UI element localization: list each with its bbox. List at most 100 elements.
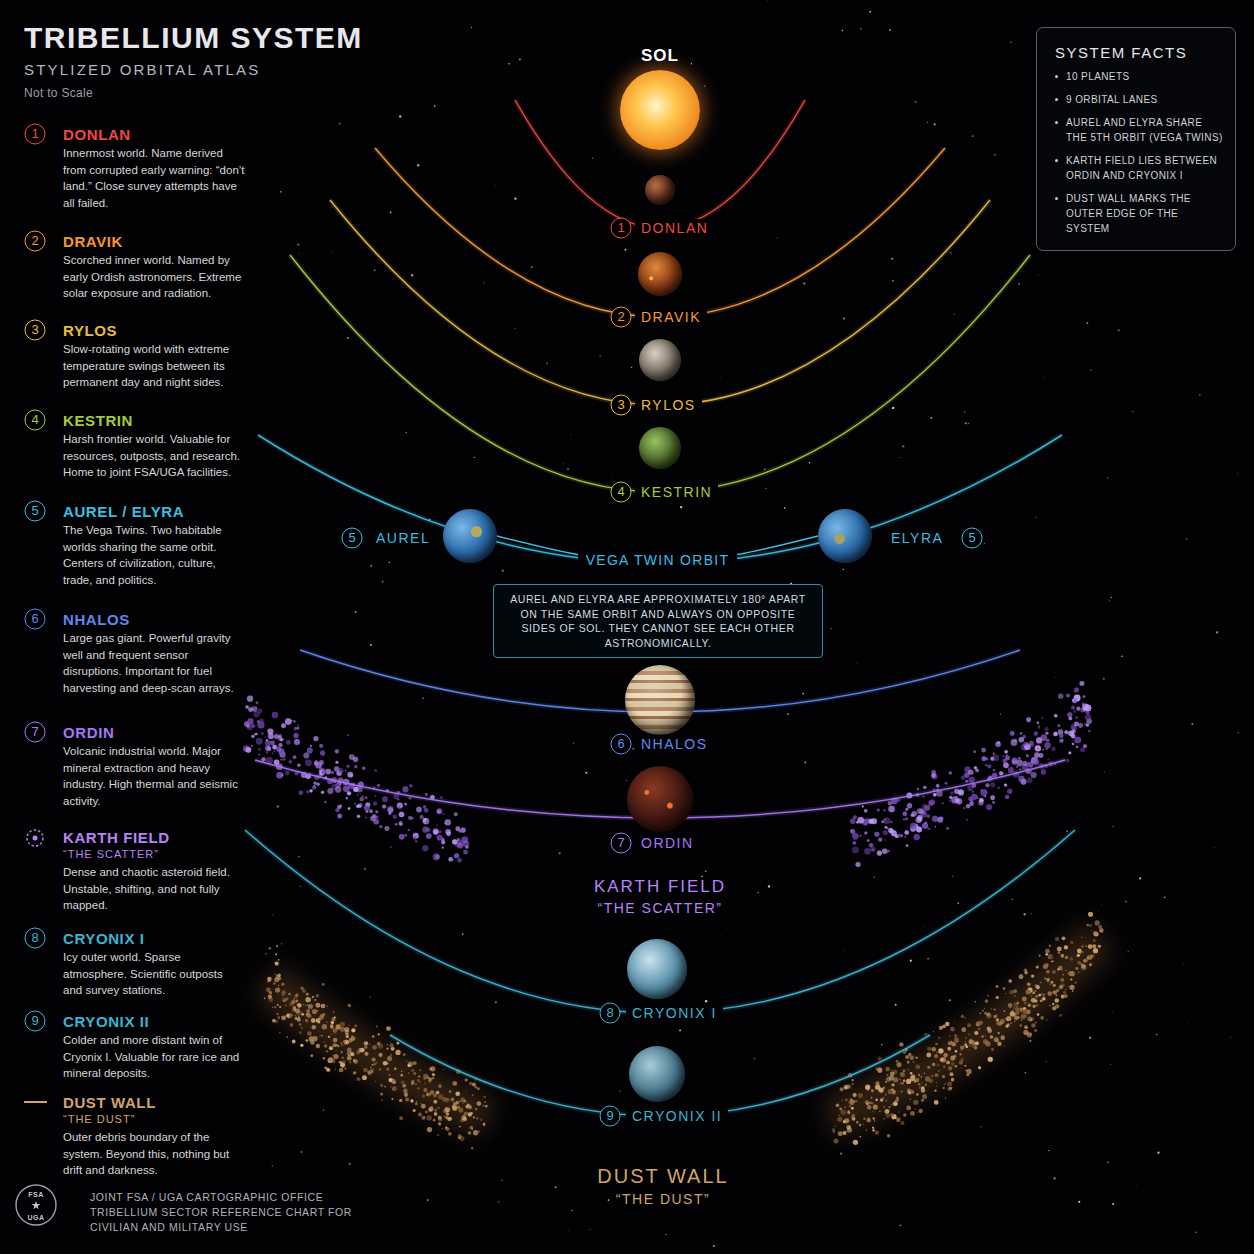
dust-particle: [986, 1013, 991, 1018]
asteroid: [382, 796, 388, 802]
dust-particle: [288, 993, 291, 996]
asteroid: [267, 747, 271, 751]
dust-particle: [307, 1004, 308, 1005]
dust-particle: [945, 1022, 950, 1027]
asteroid: [1076, 707, 1080, 711]
asteroid: [932, 816, 938, 822]
asteroid: [985, 764, 988, 767]
dust-particle: [910, 1076, 915, 1081]
dust-particle: [880, 1098, 883, 1101]
asteroid: [888, 828, 893, 833]
dust-particle: [369, 1043, 370, 1044]
dust-particle: [402, 1084, 406, 1088]
emblem-text: UGA: [27, 1214, 44, 1221]
asteroid: [905, 817, 908, 820]
dust-particle: [1040, 1016, 1044, 1020]
dust-particle: [478, 1131, 480, 1133]
asteroid: [912, 811, 917, 816]
asteroid: [1076, 717, 1078, 719]
star: [1035, 516, 1037, 518]
dust-particle: [1015, 1007, 1020, 1012]
asteroid: [261, 732, 263, 734]
dust-particle: [430, 1066, 435, 1071]
callout-number-wrap: 9: [25, 1011, 46, 1032]
asteroid: [993, 754, 999, 760]
dust-particle: [448, 1132, 452, 1136]
star: [1159, 548, 1161, 550]
star: [1010, 41, 1011, 42]
asteroid: [335, 749, 339, 753]
dust-particle: [1032, 1005, 1035, 1008]
dust-particle: [895, 1099, 899, 1103]
star: [355, 611, 357, 613]
dust-particle: [916, 1093, 919, 1096]
asteroid: [988, 765, 992, 769]
dust-particle: [951, 1062, 955, 1066]
asteroid: [1088, 730, 1090, 732]
asteroid: [986, 804, 992, 810]
dust-particle: [1065, 956, 1069, 960]
asteroid: [1031, 772, 1037, 778]
dust-particle: [360, 1048, 365, 1053]
dust-particle: [871, 1089, 874, 1092]
asteroid: [995, 741, 1001, 747]
star: [679, 1030, 681, 1032]
asteroid: [1038, 727, 1040, 729]
dust-particle: [1008, 1003, 1013, 1008]
dust-particle: [1093, 944, 1096, 947]
asteroid: [404, 803, 407, 806]
star: [713, 1245, 715, 1247]
asteroid: [413, 833, 419, 839]
asteroid: [280, 759, 282, 761]
star: [1000, 713, 1001, 714]
legend-description: Slow-rotating world with extreme tempera…: [63, 341, 245, 391]
legend-description-wrap: Scorched inner world. Named by early Ord…: [63, 252, 245, 302]
star: [1104, 771, 1106, 773]
dust-particle: [840, 1153, 842, 1155]
star: [592, 157, 593, 158]
star: [474, 457, 475, 458]
asteroid: [870, 847, 875, 852]
dust-particle: [1056, 989, 1059, 992]
asteroid: [981, 789, 988, 796]
dust-particle: [295, 1015, 297, 1017]
planet: AUREL: [443, 509, 497, 563]
asteroid: [903, 812, 908, 817]
dust-particle: [484, 1101, 486, 1103]
asteroid: [1023, 761, 1028, 766]
dust-particle: [1008, 979, 1012, 983]
dust-particle: [889, 1075, 894, 1080]
dust-particle: [303, 1004, 304, 1005]
legend-description: Innermost world. Name derived from corru…: [63, 145, 245, 211]
asteroid: [258, 748, 261, 751]
asteroid: [1086, 723, 1089, 726]
asteroid: [1038, 748, 1041, 751]
asteroid: [436, 824, 437, 825]
star: [1112, 1012, 1114, 1014]
dust-particle: [279, 1006, 281, 1008]
dust-particle: [1084, 958, 1088, 962]
asteroid: [327, 788, 333, 794]
star: [498, 1201, 500, 1203]
dust-particle: [395, 1050, 400, 1055]
dust-particle: [915, 1078, 919, 1082]
asteroid: [906, 844, 909, 847]
asteroid: [1076, 746, 1078, 748]
dust-particle: [389, 1074, 391, 1076]
dust-particle: [878, 1066, 880, 1068]
asteroid: [375, 810, 378, 813]
dust-particle: [437, 1107, 440, 1110]
asteroid: [375, 795, 376, 796]
dust-particle: [959, 1060, 963, 1064]
legend-nickname-wrap: “THE SCATTER”: [63, 848, 159, 860]
dust-particle: [1032, 1017, 1035, 1020]
dust-particle: [400, 1074, 403, 1077]
dust-particle: [1034, 1029, 1037, 1032]
dust-particle: [324, 1041, 326, 1043]
asteroid: [246, 747, 252, 753]
callout-number: 4: [25, 410, 46, 431]
dust-particle: [462, 1103, 463, 1104]
dust-particle: [384, 1086, 386, 1088]
dust-particle: [341, 1044, 344, 1047]
dust-particle: [910, 1072, 913, 1075]
